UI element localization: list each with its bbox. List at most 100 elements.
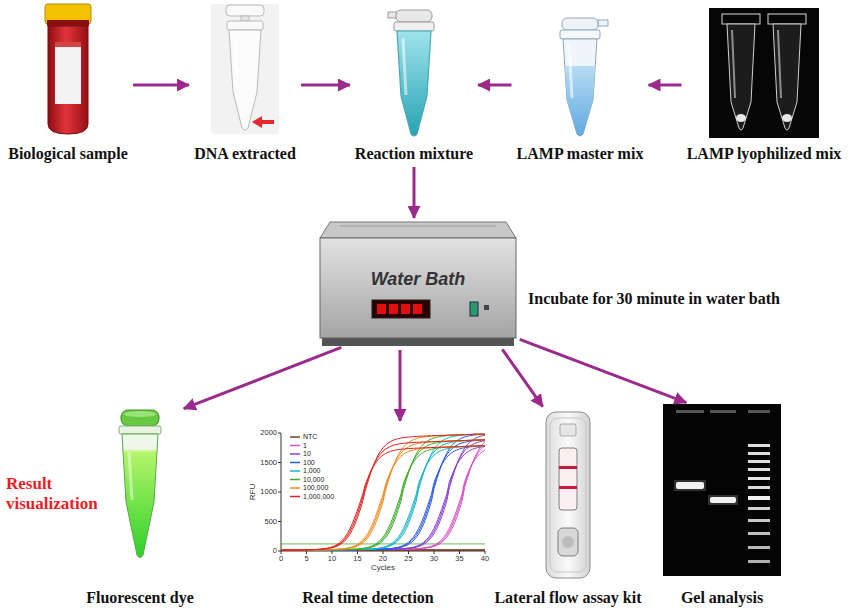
- axis-tick: [357, 551, 358, 554]
- gel-photo-part: [748, 532, 770, 535]
- flow-arrow: [301, 84, 350, 87]
- axis-tick: [459, 551, 460, 554]
- amplification-curve: [281, 446, 485, 550]
- lateral-flow-cassette-part: [559, 448, 577, 510]
- axis-tick: [306, 551, 307, 554]
- axis-tick: [278, 433, 281, 434]
- axis-tick: [434, 551, 435, 554]
- gel-photo-part: [748, 560, 770, 563]
- amplification-curve: [281, 440, 485, 550]
- gel-photo-part: [676, 410, 704, 413]
- lyophilized-tubes-photo-part: [778, 30, 781, 98]
- lateral-flow-cassette-part: [560, 424, 576, 436]
- picture-area: [112, 410, 168, 560]
- water-bath-node: Water Bath: [320, 222, 516, 346]
- lyophilized-tubes-photo-part: [736, 114, 746, 122]
- gel-photo-part: [674, 480, 706, 491]
- amplification-curve: [281, 434, 485, 550]
- axis-tick: [278, 521, 281, 522]
- caption-text: Reaction mixture: [354, 144, 474, 163]
- lateral-flow-node: Lateral flow assay kit: [494, 410, 643, 607]
- flow-arrow: [520, 339, 687, 402]
- amplification-curve: [281, 440, 485, 550]
- flow-arrow: [413, 167, 416, 218]
- amplification-curve: [281, 434, 485, 550]
- axis-tick: [485, 551, 486, 554]
- picture-area: [211, 4, 279, 134]
- gel-photo-part: [748, 507, 770, 510]
- fluorescent-tube-part: [124, 411, 156, 417]
- axis-tick-label: 30: [424, 554, 444, 564]
- amplification-curve: [281, 434, 485, 550]
- gel-photo-part: [748, 519, 770, 522]
- water-bath-device-part: [322, 338, 514, 346]
- legend-text: 10: [303, 450, 311, 458]
- sample-tube-node: Biological sample: [7, 4, 129, 163]
- amplification-curve: [281, 435, 485, 550]
- axis-tick: [332, 551, 333, 554]
- water-bath-device-part: [401, 304, 410, 314]
- extracted-dna-tube-part: [252, 116, 274, 128]
- step-note: Incubate for 30 minute in water bath: [528, 289, 780, 308]
- fluorescent-tube-part: [121, 410, 159, 426]
- amplification-curve: [281, 440, 485, 550]
- sample-tube: [45, 4, 91, 134]
- legend-text: 1,000: [303, 467, 321, 475]
- flow-arrow: [649, 84, 682, 87]
- picture-area: [43, 4, 93, 134]
- gel-node: Gel analysis: [662, 404, 782, 607]
- axis-tick-label: 0: [247, 546, 277, 556]
- axis-tick-label: 40: [475, 554, 495, 564]
- gel-photo-part: [748, 460, 770, 463]
- extracted-dna-tube-part: [229, 30, 261, 130]
- axis-tick: [278, 462, 281, 463]
- lateral-flow-cassette: [546, 412, 590, 578]
- axis-tick-label: 10: [322, 554, 342, 564]
- real-time-node: Real time detection: [245, 425, 492, 607]
- caption-text: Fluorescent dye: [85, 588, 195, 607]
- extracted-dna-tube-part: [241, 16, 249, 21]
- master-mix-tube-part: [598, 20, 608, 26]
- fluorescent-tube: [119, 410, 161, 558]
- sample-tube-part: [55, 42, 81, 47]
- amplification-curve: [281, 440, 485, 550]
- gel-photo-part: [748, 410, 770, 413]
- caption-text: Real time detection: [245, 588, 492, 607]
- lateral-flow-cassette-part: [559, 486, 577, 489]
- legend-line-sample: [290, 496, 300, 498]
- picture-area: [552, 18, 608, 138]
- fluorescent-tube-part: [119, 426, 161, 434]
- gel-photo-part: [748, 546, 770, 549]
- picture-area: [384, 10, 444, 138]
- extracted-dna-node: DNA extracted: [193, 4, 297, 163]
- legend-line-sample: [290, 479, 300, 481]
- amplification-curve: [281, 440, 485, 550]
- lyophilized-tubes-photo-part: [773, 24, 801, 130]
- axis-tick-label: 25: [399, 554, 419, 564]
- axis-tick-label: 35: [450, 554, 470, 564]
- water-bath-device: [320, 222, 516, 346]
- water-bath-device-part: [320, 238, 516, 338]
- master-mix-node: LAMP master mix: [516, 18, 645, 163]
- flow-arrow: [133, 84, 189, 87]
- gel-photo-part: [748, 496, 770, 500]
- gel-photo-part: [748, 477, 770, 480]
- axis-tick-label: 20: [373, 554, 393, 564]
- lyophilized-tubes-photo: [709, 8, 819, 138]
- threshold-line: [281, 543, 485, 544]
- picture-area: [246, 425, 491, 570]
- legend-text: 1: [303, 442, 307, 450]
- lateral-flow-cassette-part: [558, 528, 578, 556]
- fluorescent-tube-part: [122, 434, 158, 558]
- legend-line-sample: [290, 470, 300, 472]
- flow-arrow: [478, 84, 512, 87]
- lateral-flow-cassette-part: [559, 466, 577, 469]
- water-bath-device-part: [377, 304, 386, 314]
- caption-text: Gel analysis: [662, 588, 782, 607]
- gel-photo-part: [710, 497, 736, 503]
- caption-text: DNA extracted: [193, 144, 297, 163]
- lyophilized-tubes-photo-part: [722, 14, 760, 24]
- gel-photo-part: [708, 495, 738, 505]
